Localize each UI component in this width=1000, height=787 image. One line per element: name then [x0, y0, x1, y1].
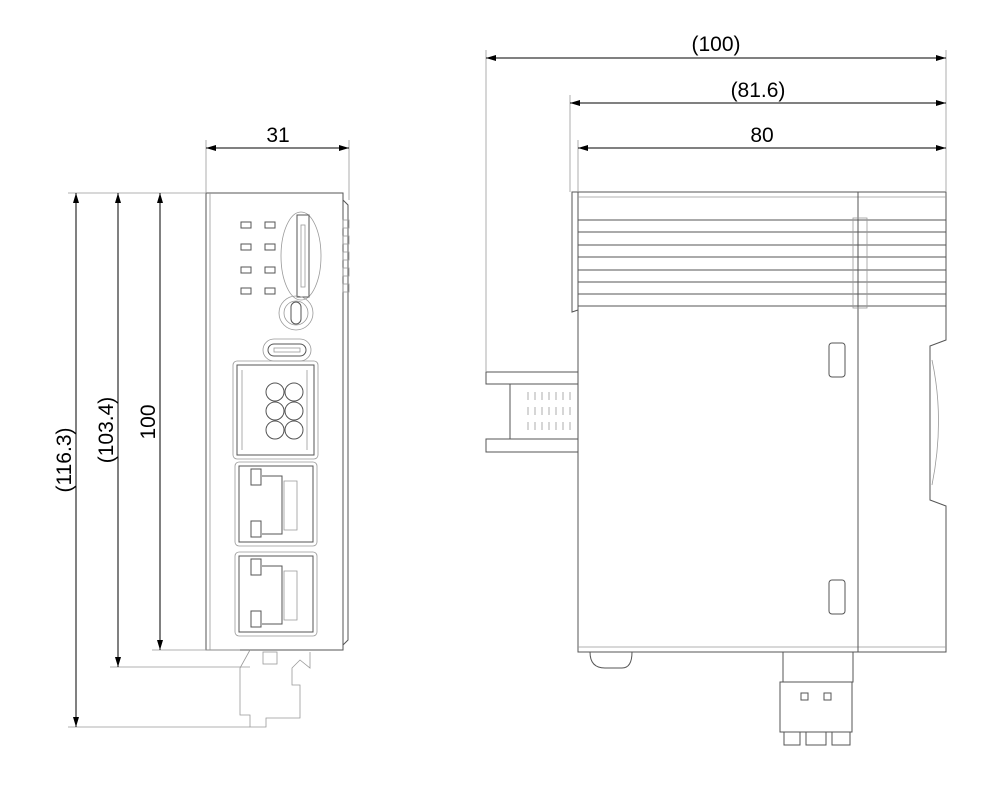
front-view: 31 100 (103.4) (116.3) [53, 124, 350, 728]
dim-depth-connector-label: (100) [691, 33, 740, 56]
terminal-block [232, 360, 319, 460]
dim-height-clip-label: (103.4) [95, 397, 118, 464]
rotary-switch [278, 295, 314, 331]
latch-bottom [828, 579, 846, 615]
sd-card-slot [280, 211, 322, 301]
bus-connector [485, 371, 579, 453]
dim-depth-label: 80 [750, 124, 773, 147]
din-clip [589, 651, 633, 669]
front-height-dimensions: 100 (103.4) (116.3) [53, 192, 250, 728]
usb-c-port [262, 338, 312, 362]
side-tabs [342, 219, 350, 293]
front-width-dimension: 31 [205, 124, 350, 200]
ventilation-slots [578, 217, 946, 309]
bottom-terminal-connector [779, 651, 854, 746]
dim-depth-clip-label: (81.6) [731, 79, 786, 102]
dim-height-label: 100 [137, 404, 160, 439]
ethernet-port-2 [234, 551, 318, 637]
side-depth-dimensions: (100) (81.6) 80 [485, 33, 947, 372]
led-indicators [240, 221, 276, 295]
latch-top [828, 342, 846, 378]
bottom-connector [239, 649, 311, 728]
side-view: (100) (81.6) 80 [485, 33, 947, 746]
dim-height-connector-label: (116.3) [53, 428, 76, 493]
dim-width-label: 31 [266, 124, 289, 147]
ethernet-port-1 [234, 461, 318, 547]
